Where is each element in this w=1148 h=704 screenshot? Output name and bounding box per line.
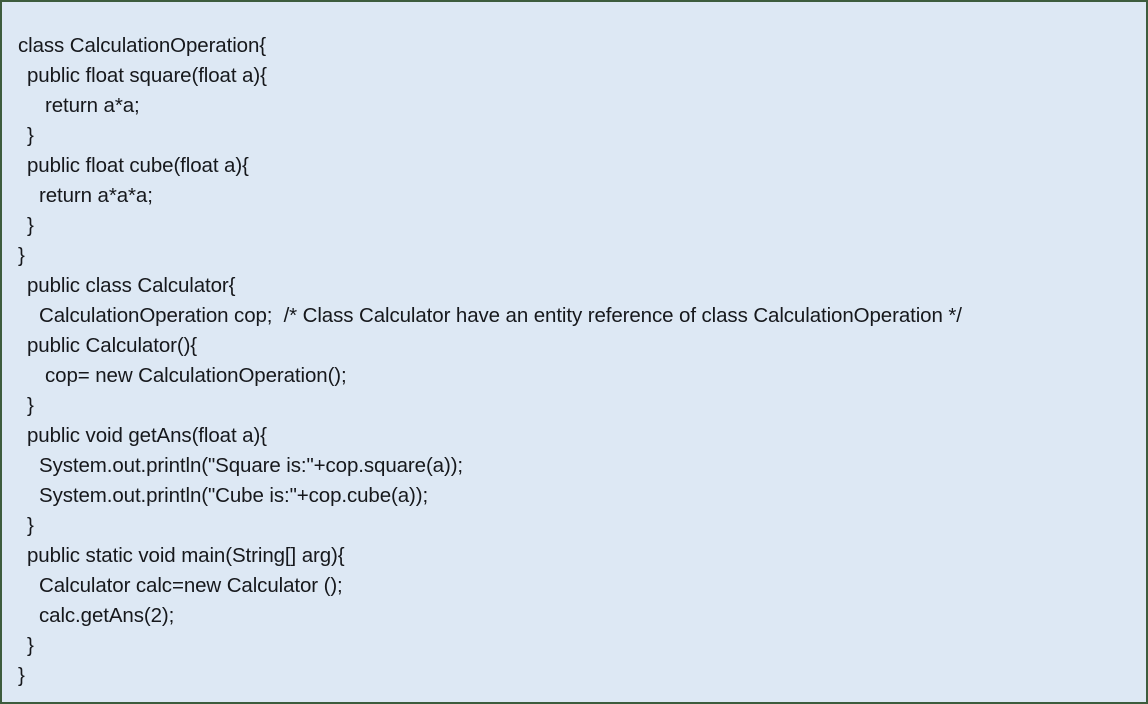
code-line: cop= new CalculationOperation(); xyxy=(45,363,347,387)
code-line: return a*a*a; xyxy=(39,183,153,207)
code-line: } xyxy=(27,213,34,237)
code-line: public class Calculator{ xyxy=(27,273,236,297)
code-line: Calculator calc=new Calculator (); xyxy=(39,573,343,597)
code-line: } xyxy=(27,393,34,417)
java-code-block: class CalculationOperation{ public float … xyxy=(2,31,1146,691)
code-line: System.out.println("Square is:"+cop.squa… xyxy=(39,453,464,477)
code-line: System.out.println("Cube is:"+cop.cube(a… xyxy=(39,483,429,507)
code-line: return a*a; xyxy=(45,93,140,117)
code-line: class CalculationOperation{ xyxy=(18,33,266,57)
code-line: public float square(float a){ xyxy=(27,63,267,87)
code-line: } xyxy=(27,123,34,147)
code-line: public float cube(float a){ xyxy=(27,153,249,177)
code-line: } xyxy=(27,513,34,537)
code-line: } xyxy=(18,243,25,267)
code-line: CalculationOperation cop; /* Class Calcu… xyxy=(39,303,962,327)
code-line: } xyxy=(18,663,25,687)
code-line: public Calculator(){ xyxy=(27,333,198,357)
code-line: calc.getAns(2); xyxy=(39,603,175,627)
code-line: public void getAns(float a){ xyxy=(27,423,267,447)
code-line: public static void main(String[] arg){ xyxy=(27,543,345,567)
code-line: } xyxy=(27,633,34,657)
